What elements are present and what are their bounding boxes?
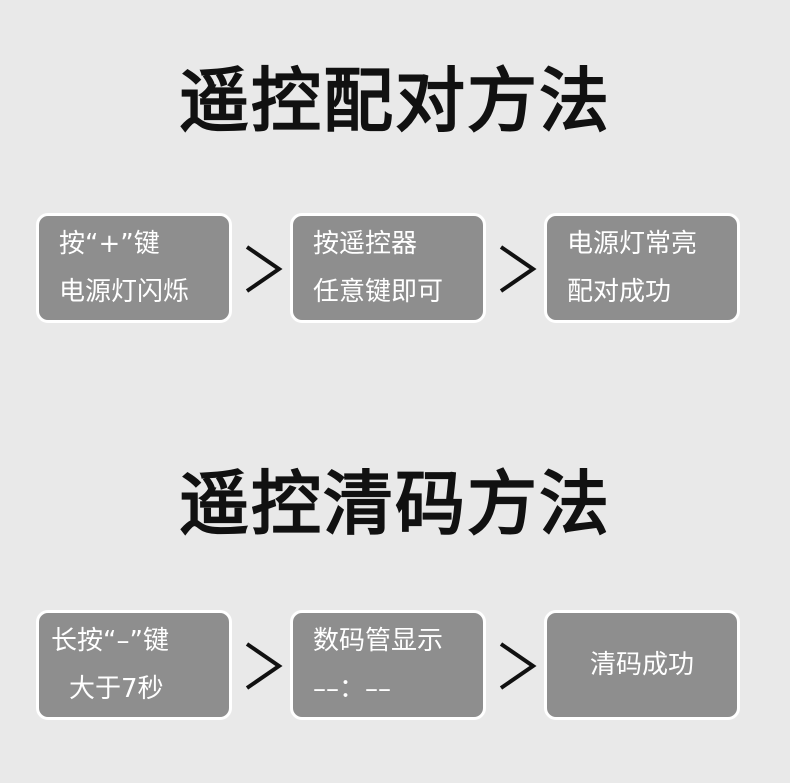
step-line: ––：–– bbox=[313, 674, 392, 704]
chevron-right-icon bbox=[497, 239, 537, 299]
step-line: 按遥控器 bbox=[313, 229, 418, 259]
pairing-title: 遥控配对方法 bbox=[179, 60, 611, 142]
chevron-right-icon bbox=[243, 239, 283, 299]
clearing-step-3: 清码成功 bbox=[544, 610, 740, 720]
step-line: 长按“–”键 bbox=[51, 626, 169, 656]
pairing-step-1: 按“+”键 电源灯闪烁 bbox=[36, 213, 232, 323]
pairing-step-2: 按遥控器 任意键即可 bbox=[290, 213, 486, 323]
step-line: 电源灯闪烁 bbox=[59, 277, 190, 307]
clearing-step-1: 长按“–”键 大于7秒 bbox=[36, 610, 232, 720]
chevron-right-icon bbox=[243, 636, 283, 696]
step-line: 电源灯常亮 bbox=[567, 229, 698, 259]
step-line: 配对成功 bbox=[567, 277, 672, 307]
step-line: 数码管显示 bbox=[313, 626, 444, 656]
clearing-step-2: 数码管显示 ––：–– bbox=[290, 610, 486, 720]
clearing-title: 遥控清码方法 bbox=[179, 463, 611, 545]
step-line: 清码成功 bbox=[589, 650, 694, 680]
step-line: 按“+”键 bbox=[59, 229, 160, 259]
step-line: 大于7秒 bbox=[69, 674, 164, 704]
step-line: 任意键即可 bbox=[313, 277, 444, 307]
chevron-right-icon bbox=[497, 636, 537, 696]
pairing-step-3: 电源灯常亮 配对成功 bbox=[544, 213, 740, 323]
